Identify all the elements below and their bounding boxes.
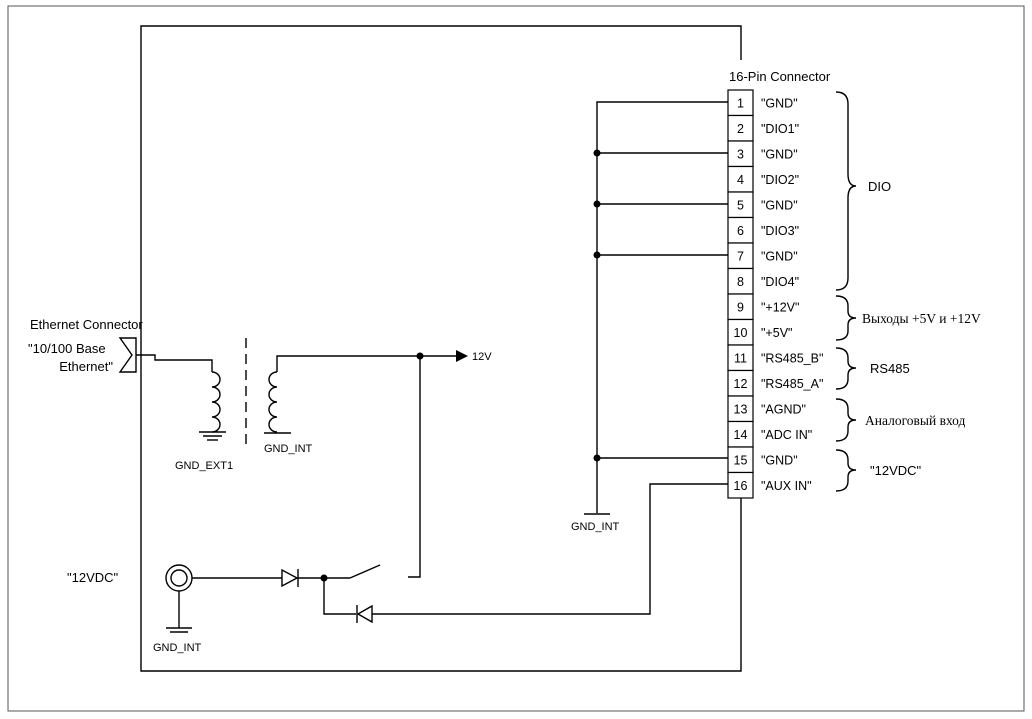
ethernet-label-line1: "10/100 Base	[28, 341, 106, 356]
pin-label: "GND"	[761, 198, 798, 212]
pin-row: 12 "RS485_A"	[727, 369, 823, 397]
transformer-primary-coil	[211, 371, 221, 433]
pin-row: 8 "DIO4"	[727, 267, 799, 295]
pin-label: "+5V"	[761, 326, 792, 340]
transformer-secondary-coil	[268, 371, 278, 433]
pin-box	[727, 369, 754, 397]
power-switch	[349, 564, 381, 579]
device-enclosure	[140, 25, 742, 672]
pin-label: "DIO1"	[761, 122, 799, 136]
power-jack-label: "12VDC"	[67, 570, 119, 585]
pin-label: "GND"	[761, 453, 798, 467]
pin-box	[727, 344, 754, 372]
group-label-analog-input: Аналоговый вход	[865, 413, 966, 428]
junction-dot	[593, 149, 601, 157]
pin-box	[727, 318, 754, 346]
pin-number: 15	[734, 453, 748, 467]
pin-number: 12	[734, 377, 748, 391]
pin-row: 14 "ADC IN"	[727, 420, 812, 448]
aux-diode-wire-left	[323, 578, 356, 615]
figure-frame	[7, 5, 1025, 712]
pin-row: 13 "AGND"	[727, 395, 806, 423]
pin-number: 14	[734, 428, 748, 442]
pin-label: "+12V"	[761, 300, 799, 314]
ethernet-jack-symbol	[118, 337, 137, 373]
pin-number: 10	[734, 326, 748, 340]
pin-row: 10 "+5V"	[727, 318, 792, 346]
pin-table: 1 "GND" 2 "DIO1" 3 "GND" 4 "DIO2" 5 "GND" 6 "DIO3" 7…	[727, 89, 823, 499]
power-jack-inner	[170, 569, 188, 587]
pin-row: 3 "GND"	[727, 140, 798, 168]
group-braces	[835, 91, 857, 492]
power-jack-outer	[165, 564, 193, 592]
pin-row: 4 "DIO2"	[727, 165, 799, 193]
gnd-int-power-label: GND_INT	[153, 642, 202, 654]
ethernet-connector-title: Ethernet Connector	[30, 317, 143, 332]
pin-number: 16	[734, 479, 748, 493]
gnd-ext1-label: GND_EXT1	[175, 460, 233, 472]
ethernet-wire	[136, 354, 213, 372]
pin-box	[727, 165, 754, 193]
pin-number: 11	[734, 351, 747, 365]
arrow-12v	[456, 350, 468, 362]
pin-label: "ADC IN"	[761, 428, 812, 442]
pin-label: "AGND"	[761, 402, 806, 416]
pin-label: "GND"	[761, 96, 798, 110]
aux-in-wire	[372, 483, 728, 615]
pin-number: 1	[737, 96, 744, 110]
switch-wire	[408, 356, 421, 578]
pin-row: 11 "RS485_B"	[727, 344, 823, 372]
label-12v: 12V	[472, 351, 492, 363]
pin-row: 16 "AUX IN"	[727, 471, 812, 499]
gnd-int-transformer-label: GND_INT	[264, 443, 313, 455]
pin-label: "DIO2"	[761, 173, 799, 187]
junction-dot	[593, 200, 601, 208]
pin-label: "RS485_B"	[761, 351, 823, 365]
pin-label: "DIO3"	[761, 224, 799, 238]
pin-box	[727, 267, 754, 295]
pin-label: "GND"	[761, 249, 798, 263]
group-label-rs485: RS485	[870, 361, 910, 376]
pin-box	[727, 471, 754, 499]
pin-row: 15 "GND"	[727, 446, 798, 474]
pin-label: "RS485_A"	[761, 377, 823, 391]
pin-row: 1 "GND"	[727, 89, 798, 117]
pin-row: 2 "DIO1"	[727, 114, 799, 142]
group-label-12vdc: "12VDC"	[870, 463, 922, 478]
pin-number: 7	[737, 249, 744, 263]
pin-number: 5	[737, 198, 744, 212]
gnd-int-connector-label: GND_INT	[571, 521, 620, 533]
diode-aux	[356, 604, 373, 624]
pin-number: 6	[737, 224, 744, 238]
gnd-bus	[584, 101, 728, 515]
pin-row: 7 "GND"	[727, 242, 798, 270]
pin-box	[727, 216, 754, 244]
connector-title: 16-Pin Connector	[729, 69, 831, 84]
pin-number: 13	[734, 402, 748, 416]
secondary-wire	[276, 355, 420, 372]
diode-main	[281, 568, 299, 588]
junction-dot	[593, 454, 601, 462]
pin-label: "DIO4"	[761, 275, 799, 289]
ethernet-label-line2: Ethernet"	[59, 359, 113, 374]
pin-row: 5 "GND"	[727, 191, 798, 219]
group-label-dio: DIO	[868, 179, 891, 194]
pin-number: 9	[737, 300, 744, 314]
pin-number: 3	[737, 147, 744, 161]
pin-number: 8	[737, 275, 744, 289]
pin-number: 2	[737, 122, 744, 136]
pin-row: 9 "+12V"	[727, 293, 799, 321]
junction-dot	[593, 251, 601, 259]
pin-label: "AUX IN"	[761, 479, 812, 493]
group-label-power-outputs: Выходы +5V и +12V	[862, 311, 981, 326]
pin-label: "GND"	[761, 147, 798, 161]
pin-number: 4	[737, 173, 744, 187]
pin-row: 6 "DIO3"	[727, 216, 799, 244]
